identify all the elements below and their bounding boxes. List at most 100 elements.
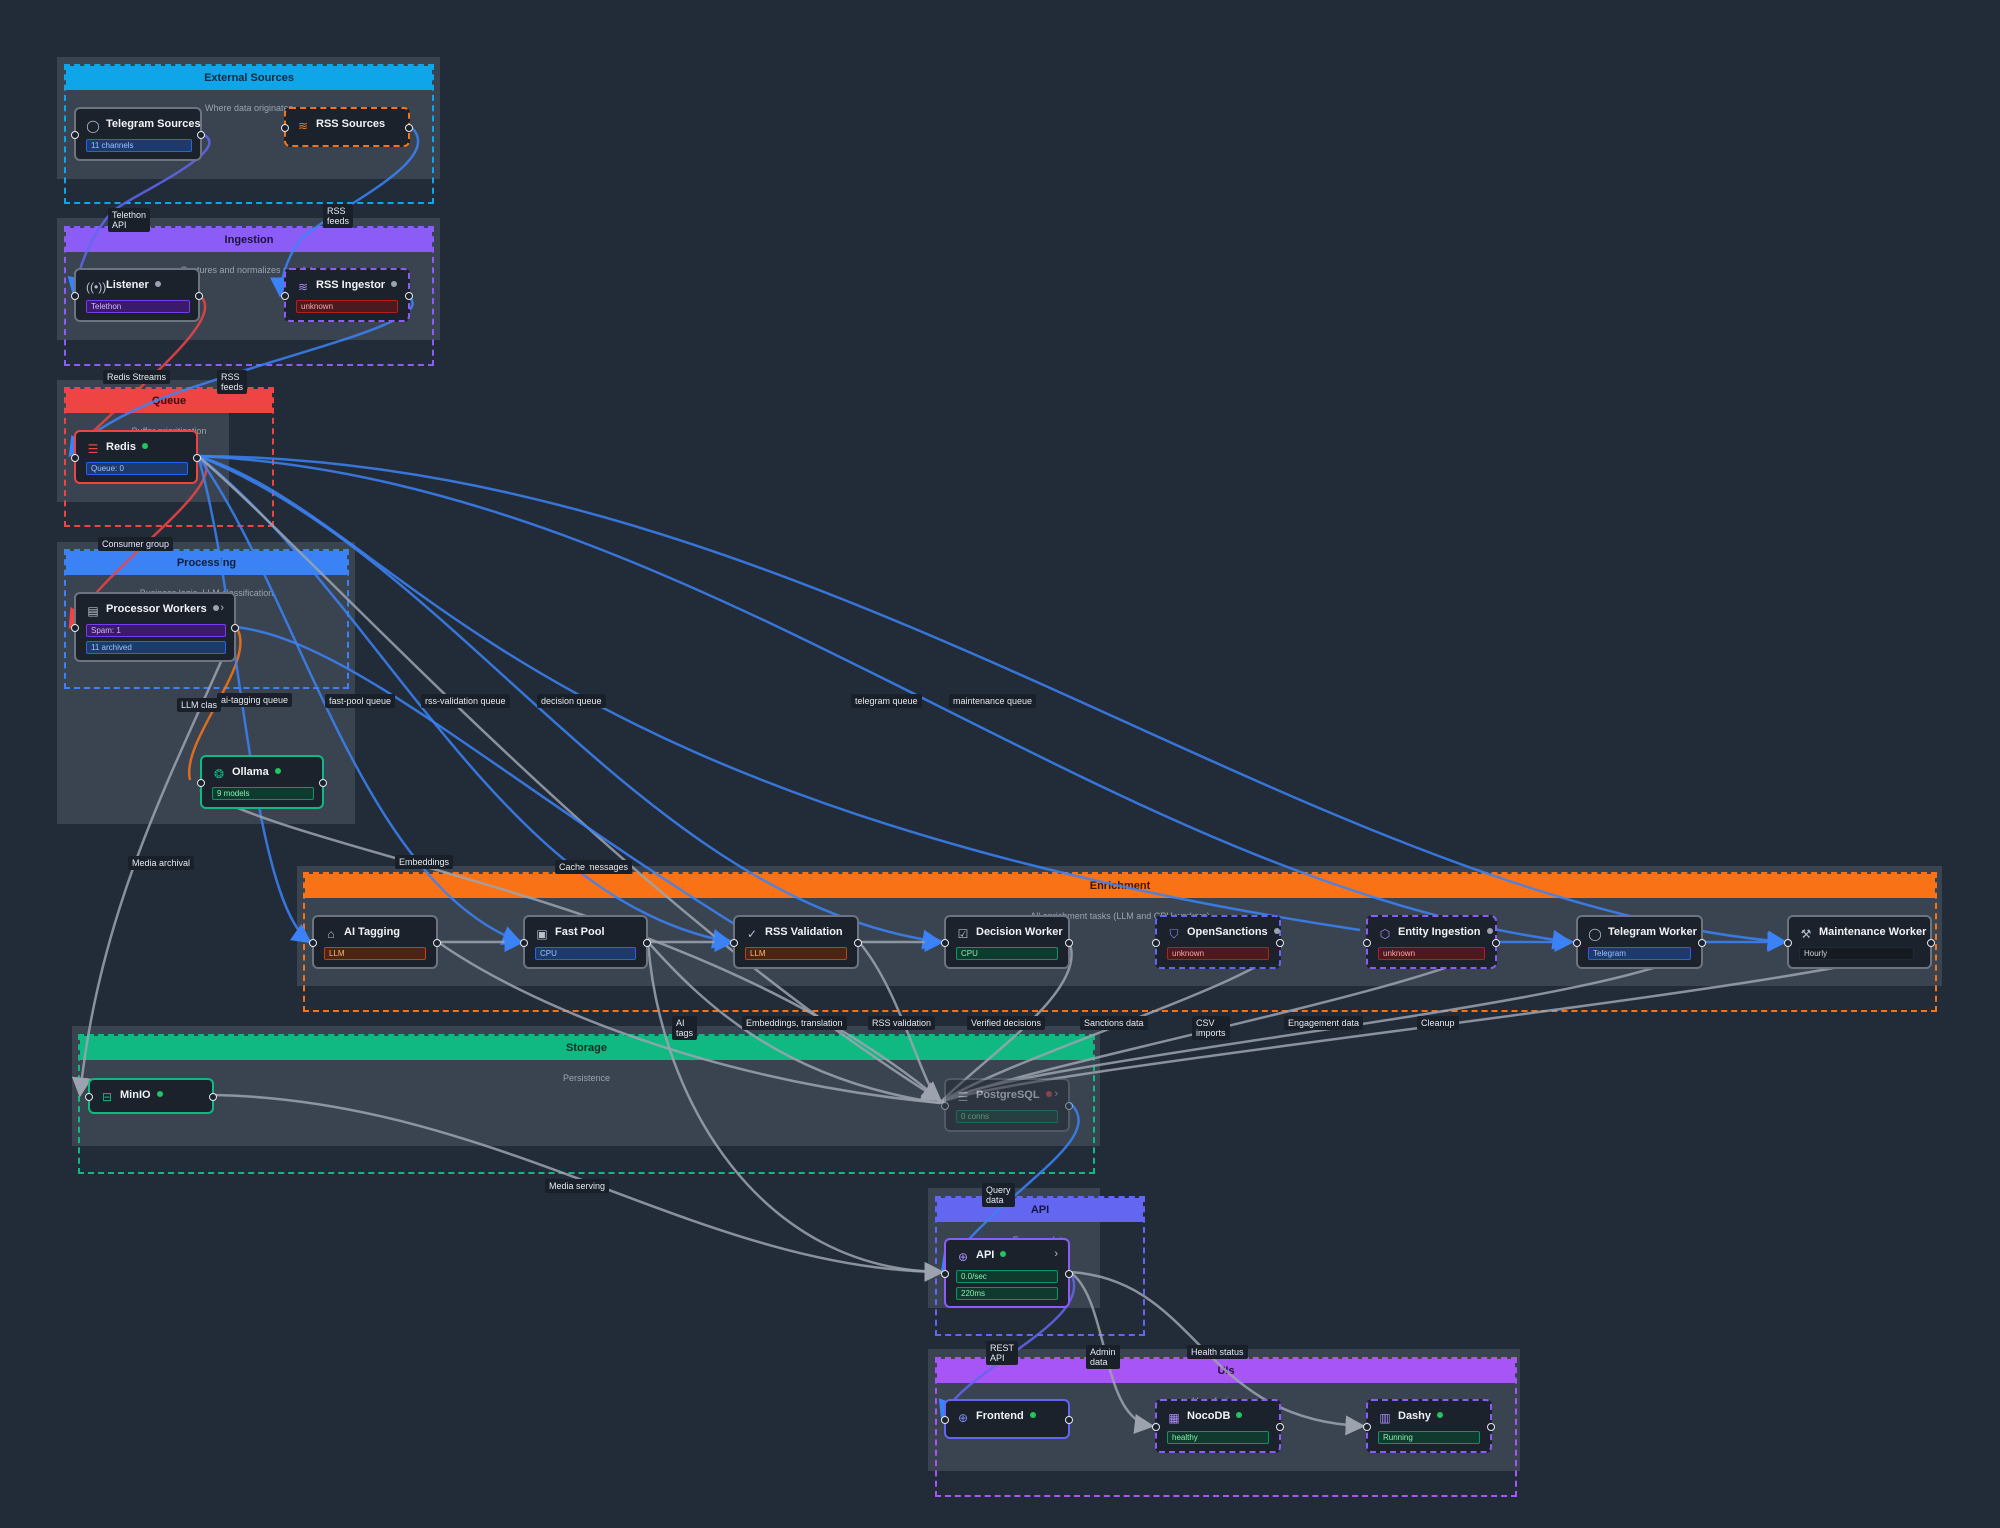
edge-label-rss-validation: RSS validation [868,1016,936,1030]
group-subtitle: Persistence [562,1073,611,1083]
brain-icon: ❂ [213,767,225,781]
node-processor-workers[interactable]: ▤ Processor Workers › Spam: 1 11 archive… [71,592,239,662]
edge-label-rss-feeds: RSS feeds [323,204,354,228]
left-port-handle[interactable] [520,939,528,947]
rss-icon: ≋ [297,119,309,133]
left-port-handle[interactable] [1152,939,1160,947]
right-port-handle[interactable] [1698,939,1706,947]
edge-label-health-status: Health status [1187,1345,1248,1359]
rss-icon: ≋ [297,280,309,294]
chevron-right-icon[interactable]: › [220,602,224,614]
left-port-handle[interactable] [1363,939,1371,947]
right-port-handle[interactable] [405,124,413,132]
left-port-handle[interactable] [730,939,738,947]
group-subtitle: Captures and normalizes raw data [180,265,318,275]
right-port-handle[interactable] [231,624,239,632]
right-port-handle[interactable] [854,939,862,947]
database-icon: ☰ [87,442,99,456]
left-port-handle[interactable] [941,1102,949,1110]
left-port-handle[interactable] [281,124,289,132]
right-port-handle[interactable] [405,292,413,300]
node-telegram-worker[interactable]: ◯ Telegram Worker Telegram [1573,915,1706,969]
status-dot [1029,1412,1036,1418]
node-rss-sources[interactable]: ≋ RSS Sources [281,107,413,147]
right-port-handle[interactable] [1276,1423,1284,1431]
right-port-handle[interactable] [319,779,327,787]
node-ai-tagging[interactable]: ⌂ AI Tagging LLM [309,915,441,969]
left-port-handle[interactable] [71,292,79,300]
node-entity-ingestion[interactable]: ⬡ Entity Ingestion unknown [1363,915,1500,969]
node-title: Entity Ingestion [1398,926,1493,938]
left-port-handle[interactable] [941,939,949,947]
right-port-handle[interactable] [197,131,205,139]
node-title: Fast Pool [555,926,605,938]
node-badge: unknown [1167,947,1269,960]
edge-label-admin-data: Admin data [1086,1345,1120,1369]
right-port-handle[interactable] [195,292,203,300]
edge-label-embeddings-translation: Embeddings, translation [742,1016,847,1030]
left-port-handle[interactable] [941,1270,949,1278]
right-port-handle[interactable] [209,1093,217,1101]
right-port-handle[interactable] [1065,1270,1073,1278]
right-port-handle[interactable] [433,939,441,947]
right-port-handle[interactable] [1487,1423,1495,1431]
edge-label-embeddings: Embeddings [395,855,454,869]
node-badge: Hourly [1799,947,1914,960]
chevron-right-icon[interactable]: › [1054,1248,1058,1260]
edge-label-cleanup: Cleanup [1417,1016,1459,1030]
group-title: Enrichment [305,874,1935,898]
node-telegram-sources[interactable]: ◯ Telegram Sources 11 channels [71,107,205,161]
node-maintenance-worker[interactable]: ⚒ Maintenance Worker Hourly [1784,915,1935,969]
left-port-handle[interactable] [1152,1423,1160,1431]
left-port-handle[interactable] [71,624,79,632]
node-badge: unknown [1378,947,1485,960]
left-port-handle[interactable] [197,779,205,787]
status-dot [274,768,281,774]
node-badge: LLM [745,947,847,960]
radio-icon: ((•)) [86,280,107,294]
node-title-text: Entity Ingestion [1398,926,1481,938]
right-port-handle[interactable] [1492,939,1500,947]
node-dashy[interactable]: ▥ Dashy Running [1363,1399,1495,1453]
node-badge: Telegram [1588,947,1691,960]
left-port-handle[interactable] [281,292,289,300]
node-ollama[interactable]: ❂ Ollama 9 models [197,755,327,809]
right-port-handle[interactable] [193,454,201,462]
left-port-handle[interactable] [1363,1423,1371,1431]
node-listener[interactable]: ((•)) Listener Telethon [71,268,203,322]
bar-chart-icon: ▥ [1379,1411,1391,1425]
left-port-handle[interactable] [71,131,79,139]
left-port-handle[interactable] [941,1416,949,1424]
node-minio[interactable]: ⊟ MinIO [85,1078,217,1114]
right-port-handle[interactable] [1065,1416,1073,1424]
node-api[interactable]: ⊕ API › 0.0/sec 220ms [941,1238,1073,1308]
node-opensanctions[interactable]: ⛉ OpenSanctions unknown [1152,915,1284,969]
edge-label-rest-api: REST API [986,1341,1019,1365]
cpu-icon: ▣ [536,927,548,941]
left-port-handle[interactable] [1784,939,1792,947]
node-rss-validation[interactable]: ✓ RSS Validation LLM [730,915,862,969]
right-port-handle[interactable] [1276,939,1284,947]
node-redis[interactable]: ☰ Redis Queue: 0 [71,430,201,484]
node-nocodb[interactable]: ▦ NocoDB healthy [1152,1399,1284,1453]
node-rss-ingestor[interactable]: ≋ RSS Ingestor unknown [281,268,413,322]
node-title: Dashy [1398,1410,1444,1422]
left-port-handle[interactable] [85,1093,93,1101]
node-decision-worker[interactable]: ☑ Decision Worker CPU [941,915,1073,969]
right-port-handle[interactable] [1065,939,1073,947]
right-port-handle[interactable] [1065,1102,1073,1110]
right-port-handle[interactable] [1927,939,1935,947]
status-dot [154,281,161,287]
edge-label-maintenance-queue: maintenance queue [949,694,1037,708]
right-port-handle[interactable] [643,939,651,947]
node-badge: LLM [324,947,426,960]
node-postgresql[interactable]: ☰ PostgreSQL › 0 conns [941,1078,1073,1132]
node-fast-pool[interactable]: ▣ Fast Pool CPU [520,915,651,969]
edge-label-telethon-api: Telethon API [108,208,151,232]
node-frontend[interactable]: ⊕ Frontend [941,1399,1073,1439]
left-port-handle[interactable] [1573,939,1581,947]
left-port-handle[interactable] [309,939,317,947]
status-dot [212,605,219,611]
left-port-handle[interactable] [71,454,79,462]
chevron-right-icon[interactable]: › [1054,1088,1058,1100]
